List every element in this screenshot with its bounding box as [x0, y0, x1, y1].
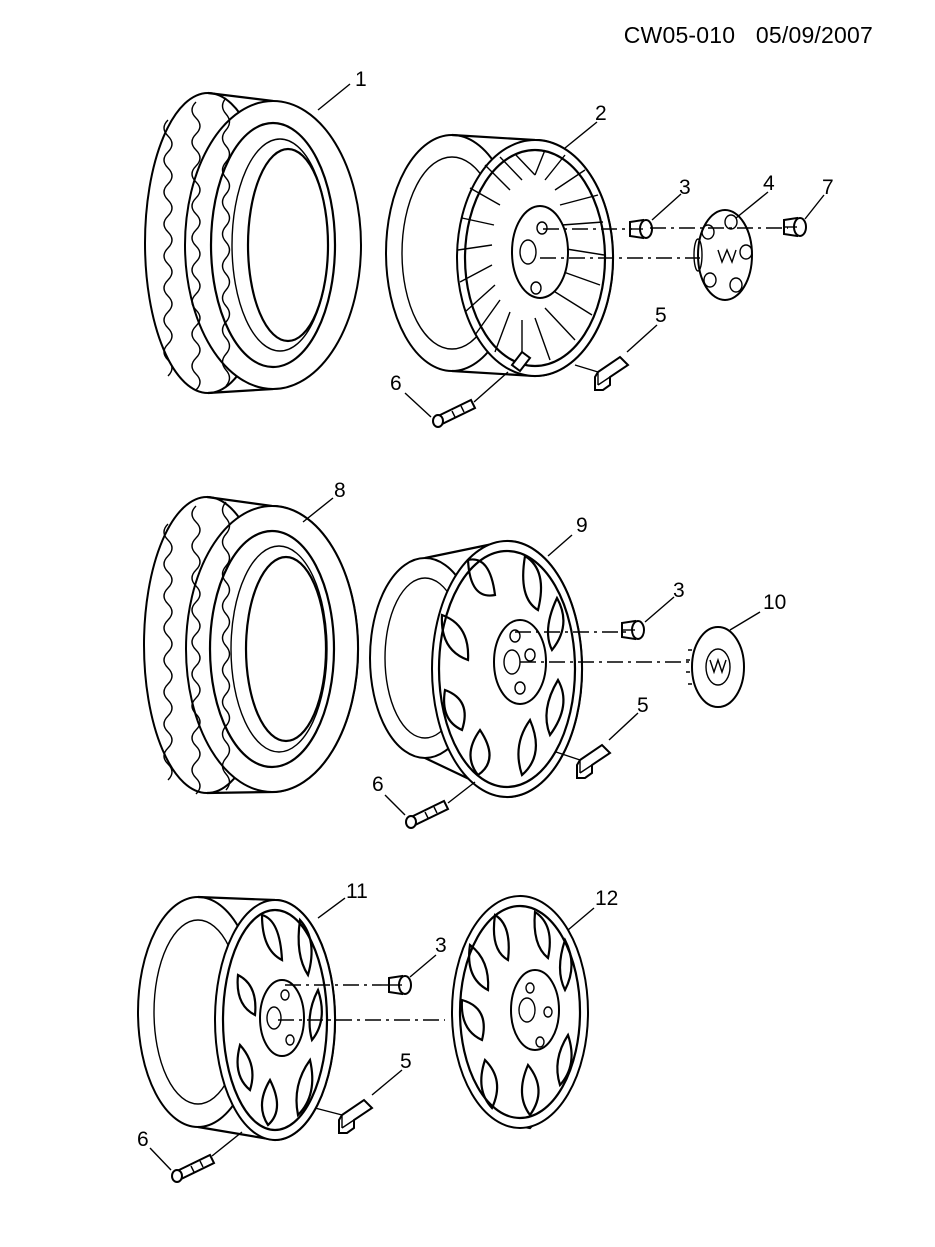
diagram-code: CW05-010: [623, 22, 736, 48]
lug-nut-3a-icon: [629, 219, 653, 239]
callout-2: 2: [595, 102, 607, 125]
callout-10: 10: [763, 591, 786, 614]
callout-9: 9: [576, 514, 588, 537]
callout-6: 6: [137, 1128, 149, 1151]
callout-6: 6: [390, 372, 402, 395]
callout-5: 5: [655, 304, 667, 327]
callout-5: 5: [400, 1050, 412, 1073]
assembly-centerlines: [278, 227, 788, 1021]
callout-4: 4: [763, 172, 775, 195]
tire-8-icon: [143, 495, 360, 795]
diagram-date: 05/09/2007: [755, 22, 873, 48]
tire-1-icon: [144, 91, 362, 395]
callout-8: 8: [334, 479, 346, 502]
lug-nut-3c-icon: [388, 975, 412, 995]
callout-labels: 1 2 3 4 7 5 6 8 9 3 10 5 6 11 12 3 5 6: [137, 68, 834, 1151]
wheel-11-icon: [137, 895, 337, 1142]
balance-weight-5b-icon: [576, 744, 611, 779]
valve-stem-6a-icon: [432, 399, 476, 428]
callout-6: 6: [372, 773, 384, 796]
valve-stem-6b-icon: [405, 800, 449, 829]
callout-3: 3: [435, 934, 447, 957]
valve-stem-6c-icon: [171, 1154, 215, 1183]
cap-nut-7-icon: [783, 217, 807, 237]
diagram-header: CW05-010 05/09/2007: [624, 22, 873, 49]
balance-weight-5a-icon: [594, 356, 629, 391]
callout-3: 3: [673, 579, 685, 602]
center-cap-4-icon: [693, 209, 753, 301]
wheel-9-icon: [369, 539, 584, 799]
callout-11: 11: [346, 880, 368, 903]
wheel-cover-12-icon: [451, 894, 589, 1130]
callout-leaders: [149, 83, 825, 1171]
center-cap-10-icon: [686, 626, 745, 708]
callout-3: 3: [679, 176, 691, 199]
wheel-2-icon: [385, 133, 615, 378]
callout-1: 1: [355, 68, 367, 91]
lug-nut-3b-icon: [621, 620, 645, 640]
callout-5: 5: [637, 694, 649, 717]
balance-weight-5c-icon: [338, 1099, 373, 1134]
callout-12: 12: [595, 887, 618, 910]
callout-7: 7: [822, 176, 834, 199]
